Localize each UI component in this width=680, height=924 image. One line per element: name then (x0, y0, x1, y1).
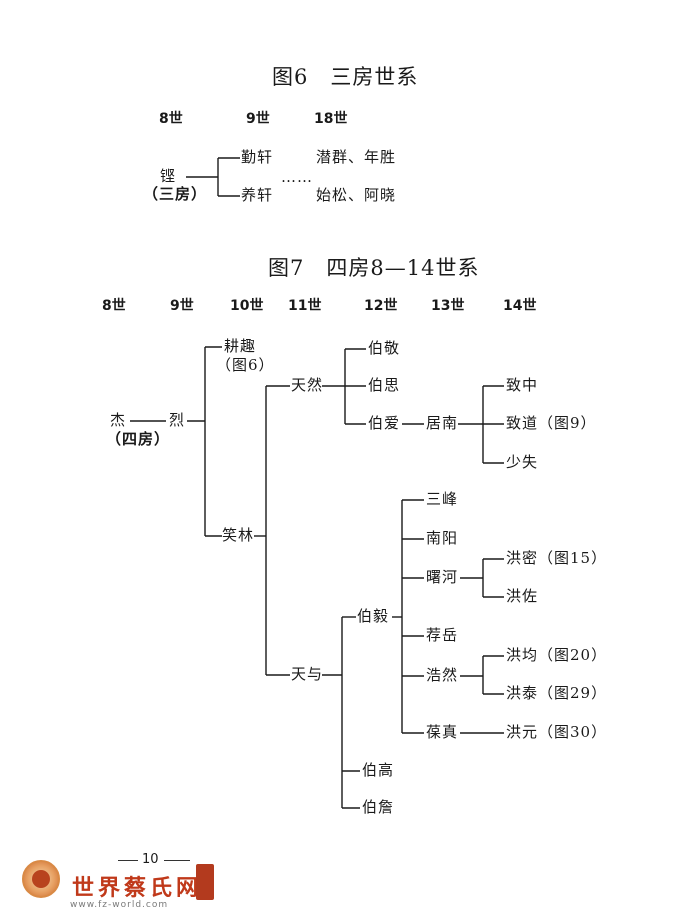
f7-g13b: 浩然 (426, 666, 459, 684)
f6-gen-label: 8世 (159, 111, 183, 127)
f7-g14: 洪泰（图29） (506, 684, 608, 702)
f6-ellipsis: …… (281, 168, 313, 186)
f7-g10b: 笑林 (222, 526, 255, 544)
f7-g13b: 荐岳 (426, 626, 459, 644)
figure6-title: 图6 三房世系 (272, 65, 419, 89)
genealogy-lines (130, 157, 504, 809)
footer: 10 世界蔡氏网 www.fz-world.com (0, 848, 680, 924)
f7-gen-label: 11世 (288, 298, 322, 314)
f7-g14: 洪均（图20） (506, 646, 608, 664)
f7-g14: 少失 (506, 453, 539, 471)
f7-g14: 致中 (506, 376, 539, 394)
f7-root-note: （四房） (106, 430, 171, 448)
f7-g11b: 天与 (291, 665, 324, 683)
site-name: 世界蔡氏网 (72, 875, 203, 901)
f7-gen-label: 8世 (102, 298, 126, 314)
f7-gen-label: 10世 (230, 298, 264, 314)
f6-gen-label: 9世 (246, 111, 270, 127)
f7-g14: 洪佐 (506, 587, 539, 605)
f6-branch1-desc: 潜群、年胜 (316, 148, 397, 166)
f7-gen-label: 13世 (431, 298, 465, 314)
f6-gen-label: 18世 (314, 111, 348, 127)
f7-g13b: 葆真 (426, 723, 459, 741)
f7-g12: 伯爱 (368, 414, 401, 432)
f6-branch1: 勤轩 (241, 148, 274, 166)
f7-g12: 伯毅 (357, 607, 390, 625)
f7-g13b: 三峰 (426, 490, 459, 508)
f7-g14: 致道（图9） (506, 414, 597, 432)
f7-gen-label: 9世 (170, 298, 194, 314)
f7-g13b: 曙河 (426, 568, 459, 586)
f7-g12: 伯詹 (362, 798, 395, 816)
f7-g12: 伯高 (362, 761, 395, 779)
f7-g10a: 耕趣 (224, 337, 257, 355)
f7-g10a-note: （图6） (216, 356, 275, 374)
page-number-rule (164, 860, 190, 861)
site-url: www.fz-world.com (70, 900, 169, 910)
f7-g13b: 南阳 (426, 529, 459, 547)
figure7-title: 图7 四房8—14世系 (268, 256, 480, 280)
f7-g13a: 居南 (426, 414, 459, 432)
f7-gen-label: 14世 (503, 298, 537, 314)
page-number-rule (118, 860, 138, 861)
f6-root: 铿 (160, 167, 177, 185)
seal-stamp-icon (196, 864, 214, 900)
f6-branch2-desc: 始松、阿晓 (316, 186, 397, 204)
f7-g11a: 天然 (291, 376, 324, 394)
f7-g14: 洪元（图30） (506, 723, 608, 741)
f6-root-note: （三房） (143, 185, 208, 203)
page-number: 10 (142, 852, 159, 867)
site-logo-icon (22, 860, 60, 898)
f7-root: 杰 (110, 411, 127, 429)
f6-branch2: 养轩 (241, 186, 274, 204)
f7-g14: 洪密（图15） (506, 549, 608, 567)
f7-g9: 烈 (169, 411, 186, 429)
f7-g12: 伯敬 (368, 339, 401, 357)
f7-g12: 伯思 (368, 376, 401, 394)
f7-gen-label: 12世 (364, 298, 398, 314)
